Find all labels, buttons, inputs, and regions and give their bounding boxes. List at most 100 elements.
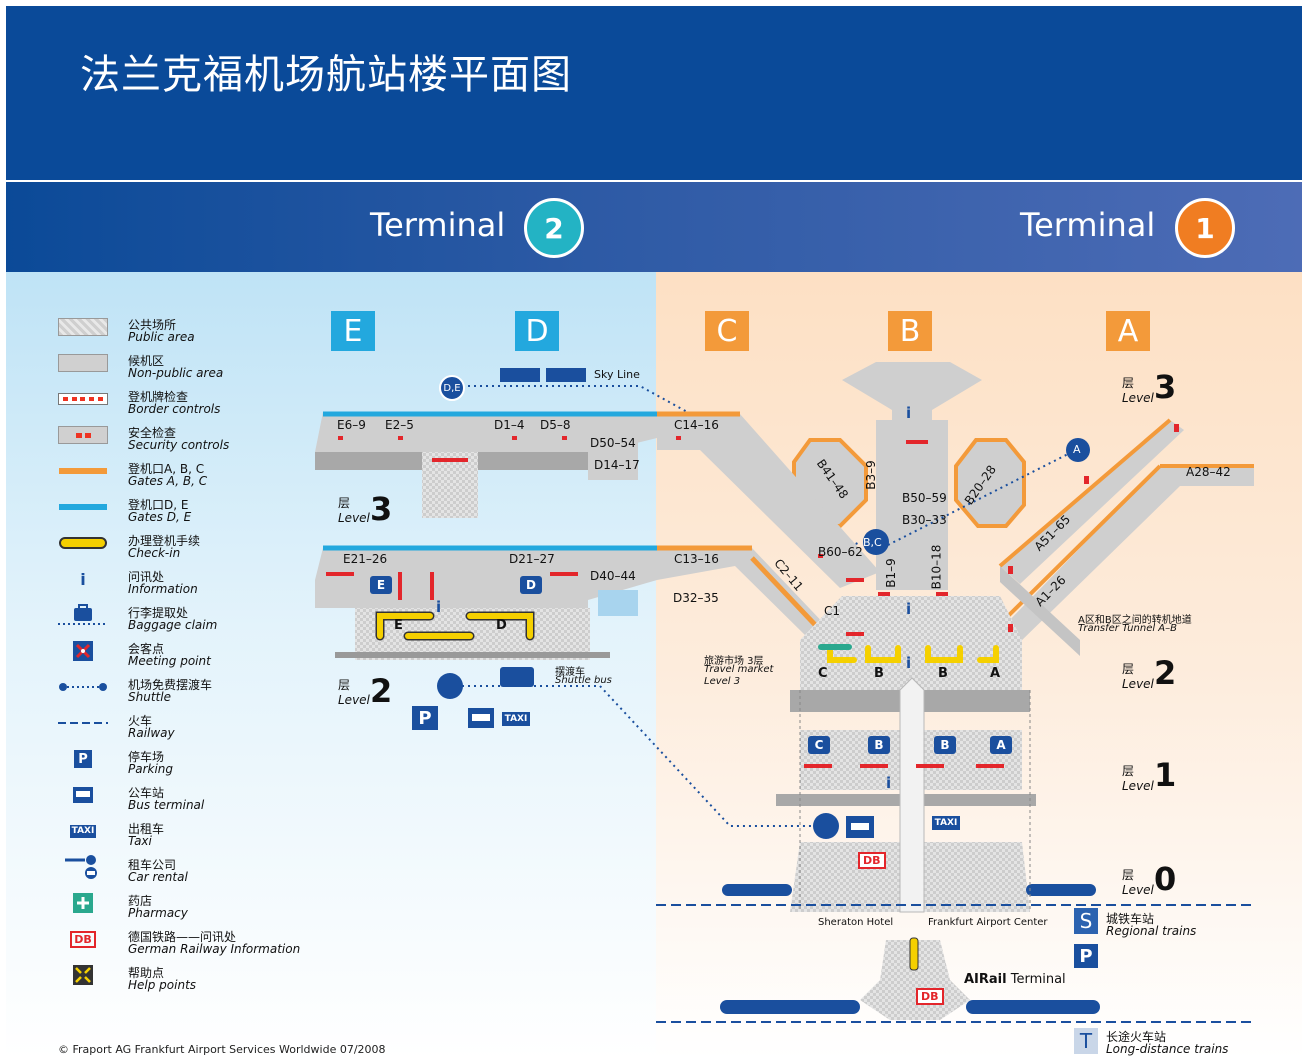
legend-label-en: Non-public area	[128, 366, 224, 380]
level-indicator-t1-0: 层 Level 0	[1122, 860, 1177, 898]
long-distance-train-right	[966, 1000, 1100, 1014]
public-area-swatch	[58, 318, 108, 336]
baggage-claim-e: E	[370, 576, 392, 594]
gate-label: B60–62	[818, 545, 863, 559]
sky-line-train-icon	[546, 368, 586, 382]
airail-terminal-label: AIRail Terminal	[964, 972, 1066, 987]
baggage-claim-b: B	[868, 736, 890, 754]
c2-11-gate-line	[750, 556, 822, 632]
legend-item: 公车站 Bus terminal	[58, 784, 318, 820]
legend-label-en: Check-in	[128, 546, 181, 560]
baggage-claim-c: C	[808, 736, 830, 754]
checkin-label-b: B	[938, 666, 948, 681]
gate-label: C14–16	[674, 418, 719, 432]
meeting-point-icon	[58, 641, 108, 661]
security-control-swatch	[58, 426, 108, 444]
pier-C-marker: C	[705, 311, 749, 351]
shuttle-stop-bc-label: B,C	[863, 536, 882, 549]
shuttle-stop-a-label: A	[1073, 443, 1081, 456]
non-public-area-swatch	[58, 354, 108, 372]
baggage-claim-a: A	[990, 736, 1012, 754]
terminal-1-badge: 1	[1175, 198, 1235, 258]
legend-label-zh: 登机牌检查	[128, 390, 189, 404]
pier-D-marker: D	[515, 311, 559, 351]
pier-d40-area	[598, 590, 638, 616]
gate-label: B1–9	[883, 558, 898, 588]
border-control-swatch	[58, 390, 108, 408]
legend-label-zh: 办理登机手续	[128, 534, 201, 548]
info-icon: i	[906, 404, 912, 422]
gate-label: E6–9	[337, 418, 366, 432]
t2-level3-concourse	[315, 412, 657, 452]
gate-label: B50–59	[902, 491, 947, 505]
legend-item: 登机口D, E Gates D, E	[58, 496, 318, 532]
travel-market-level: Level 3	[704, 676, 741, 687]
long-distance-label-zh: 长途火车站	[1106, 1030, 1167, 1044]
legend-item: i 问讯处 Information	[58, 568, 318, 604]
checkin-label-b: B	[874, 666, 884, 681]
level-indicator-t2-3: 层 Level 3	[338, 490, 393, 528]
pier-a-upper	[1000, 420, 1184, 584]
level-indicator-t2-2: 层 Level 2	[338, 672, 393, 710]
legend-item: 会客点 Meeting point	[58, 640, 318, 676]
legend-label-en: Security controls	[128, 438, 230, 452]
pier-c-lower	[657, 548, 830, 640]
checkin-label-d: D	[496, 618, 507, 633]
sky-line-train-icon	[500, 368, 540, 382]
legend-label-en: Gates A, B, C	[128, 474, 208, 488]
long-distance-station-icon: T	[1074, 1028, 1098, 1054]
legend-label-zh: 帮助点	[128, 966, 165, 980]
gate-label: B10–18	[929, 544, 944, 590]
db-icon: DB	[916, 988, 944, 1005]
baggage-claim-d: D	[520, 576, 542, 594]
checkin-label-a: A	[990, 666, 1001, 681]
pier-B-marker: B	[888, 311, 932, 351]
check-in-bar	[58, 534, 108, 552]
gate-label: B30–33	[902, 513, 947, 527]
legend-item: 登机牌检查 Border controls	[58, 388, 318, 424]
orange-gate-line	[58, 462, 108, 480]
gate-label: C13–16	[674, 552, 719, 566]
header-banner	[6, 6, 1302, 180]
pier-d50-area	[588, 436, 638, 480]
shuttle-bus-icon	[500, 667, 534, 687]
parking-icon: P	[1074, 944, 1098, 968]
pier-b-head	[842, 362, 982, 450]
copyright-footer: © Fraport AG Frankfurt Airport Services …	[58, 1043, 386, 1056]
t1-checkin-bars	[818, 644, 999, 971]
pier-b20-octagon	[954, 438, 1026, 528]
db-icon: DB	[858, 852, 886, 869]
legend-item: 火车 Railway	[58, 712, 318, 748]
railway-dashed-icon	[58, 714, 108, 732]
level-indicator-t1-3: 层 Level 3	[1122, 368, 1177, 406]
pier-a-lower	[1000, 466, 1254, 644]
gate-label: D1–4	[494, 418, 525, 432]
map-title: 法兰克福机场航站楼平面图	[80, 52, 572, 98]
legend: 公共场所 Public area 候机区 Non-public area 登机牌…	[58, 316, 338, 996]
gate-label: D40–44	[590, 569, 636, 583]
pier-A-marker: A	[1106, 311, 1150, 351]
level-indicator-t1-2: 层 Level 2	[1122, 654, 1177, 692]
info-icon: i	[80, 569, 86, 589]
sky-line-stop-de: D,E	[439, 375, 465, 401]
shuttle-stop-bc	[863, 529, 889, 555]
legend-label-en: Gates D, E	[128, 510, 192, 524]
checkin-label-e: E	[394, 618, 403, 633]
bus-icon	[58, 786, 108, 804]
legend-label-en: Pharmacy	[128, 906, 188, 920]
taxi-icon: TAXI	[932, 816, 960, 830]
gate-label: C1	[824, 604, 841, 618]
t1-level2-hall	[800, 596, 1022, 690]
legend-item: 租车公司 Car rental	[58, 855, 318, 892]
terminal-band	[6, 182, 1302, 272]
gate-label: D5–8	[540, 418, 571, 432]
legend-label-zh: 行李提取处	[128, 606, 189, 620]
legend-label-zh: 火车	[128, 714, 153, 728]
legend-label-en: Meeting point	[128, 654, 211, 668]
legend-label-zh: 出租车	[128, 822, 165, 836]
legend-item: 候机区 Non-public area	[58, 352, 318, 388]
parking-icon: P	[58, 750, 108, 768]
shuttle-stop-t2	[437, 673, 463, 699]
frankfurt-airport-center-label: Frankfurt Airport Center	[928, 917, 1048, 928]
shuttle-stop-a	[1066, 438, 1090, 462]
